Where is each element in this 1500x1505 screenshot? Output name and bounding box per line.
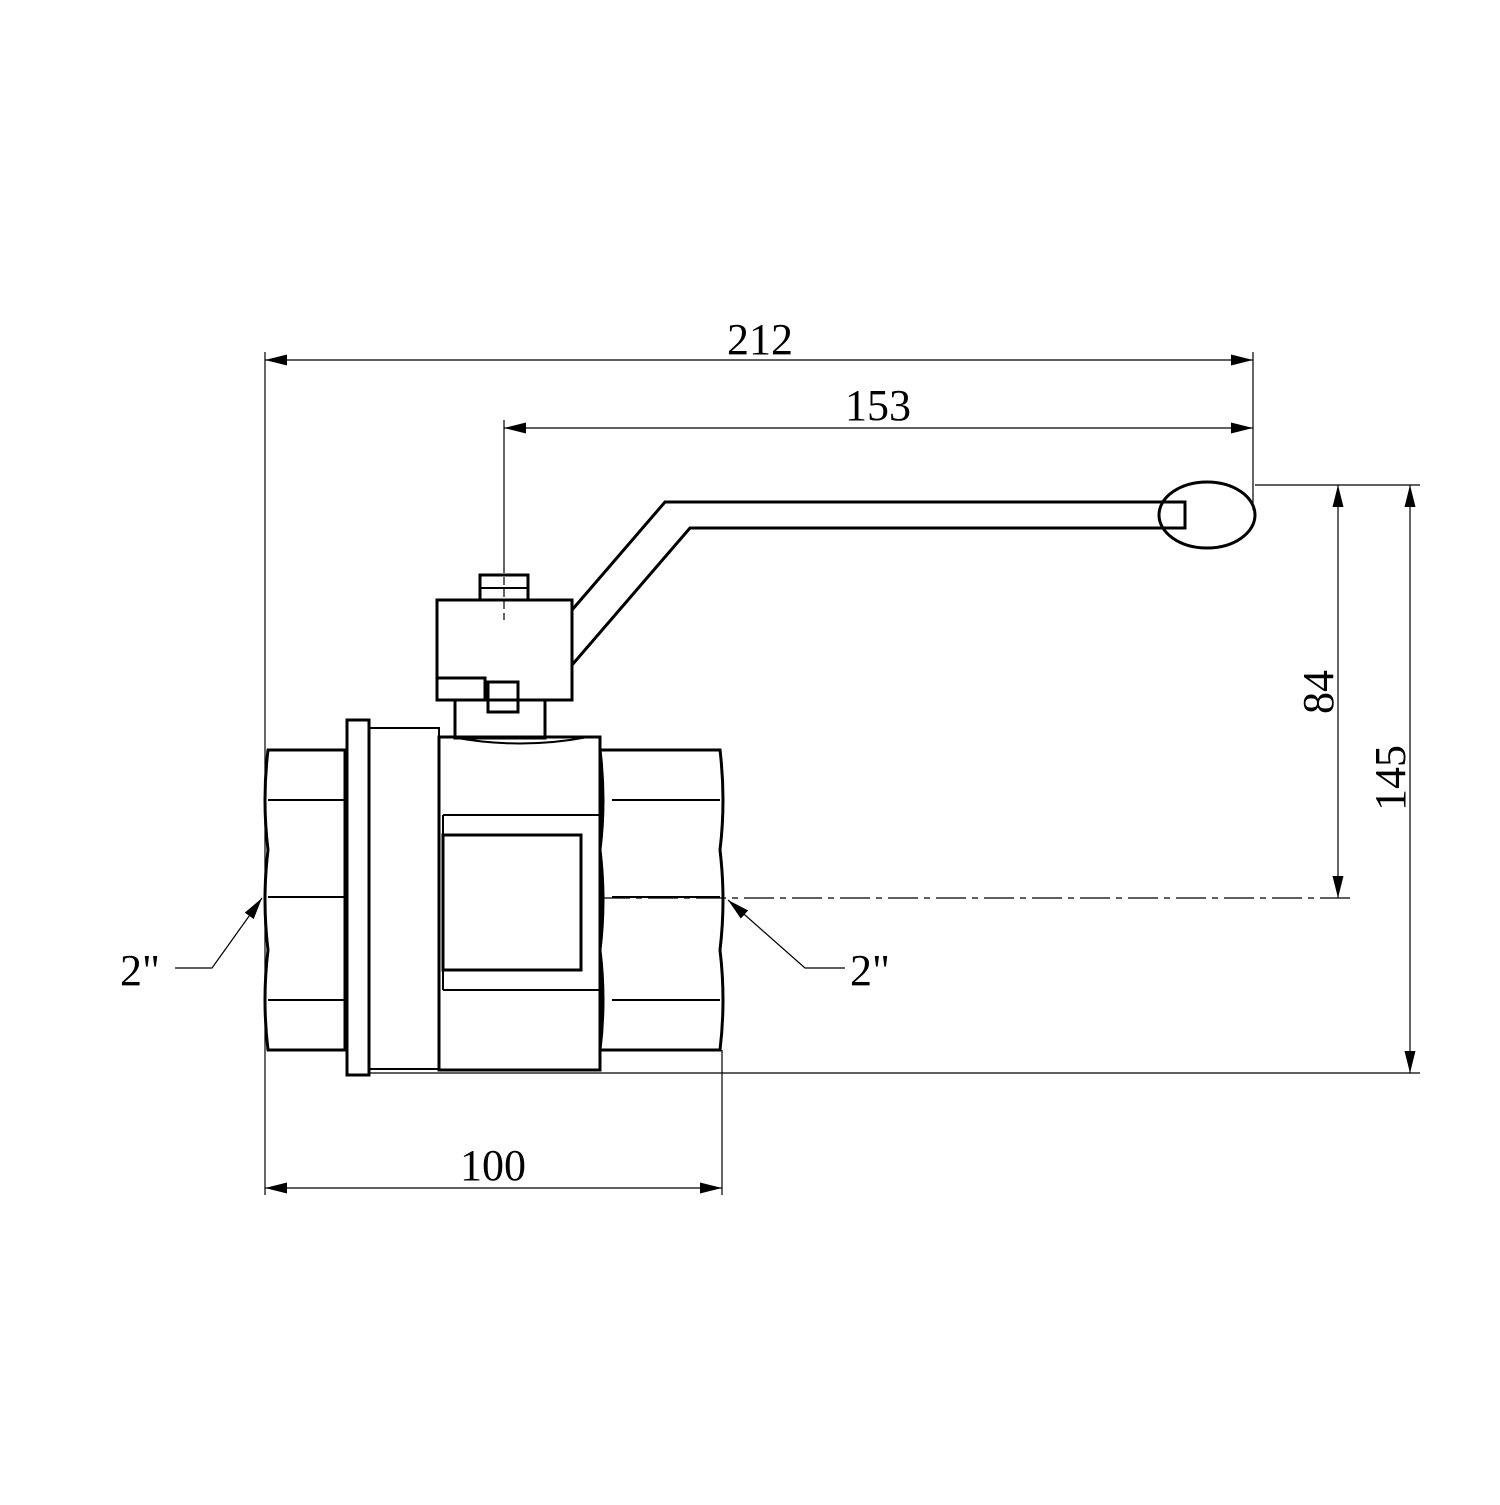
extension-lines [264, 352, 1420, 1195]
thread-label-left: 2" [120, 946, 160, 995]
dim-overall-height: 145 [1366, 745, 1415, 811]
dim-body-length: 100 [460, 1141, 526, 1190]
leader-left-thread [175, 897, 263, 969]
thread-label-right: 2" [850, 946, 890, 995]
valve-handle [570, 480, 1257, 666]
dim-handle-length: 153 [845, 381, 911, 430]
valve-stem [435, 565, 574, 740]
leader-right-thread [727, 899, 845, 969]
dim-axis-to-handle: 84 [1294, 670, 1343, 714]
valve-body [263, 718, 1350, 1077]
dim-overall-length: 212 [727, 315, 793, 364]
